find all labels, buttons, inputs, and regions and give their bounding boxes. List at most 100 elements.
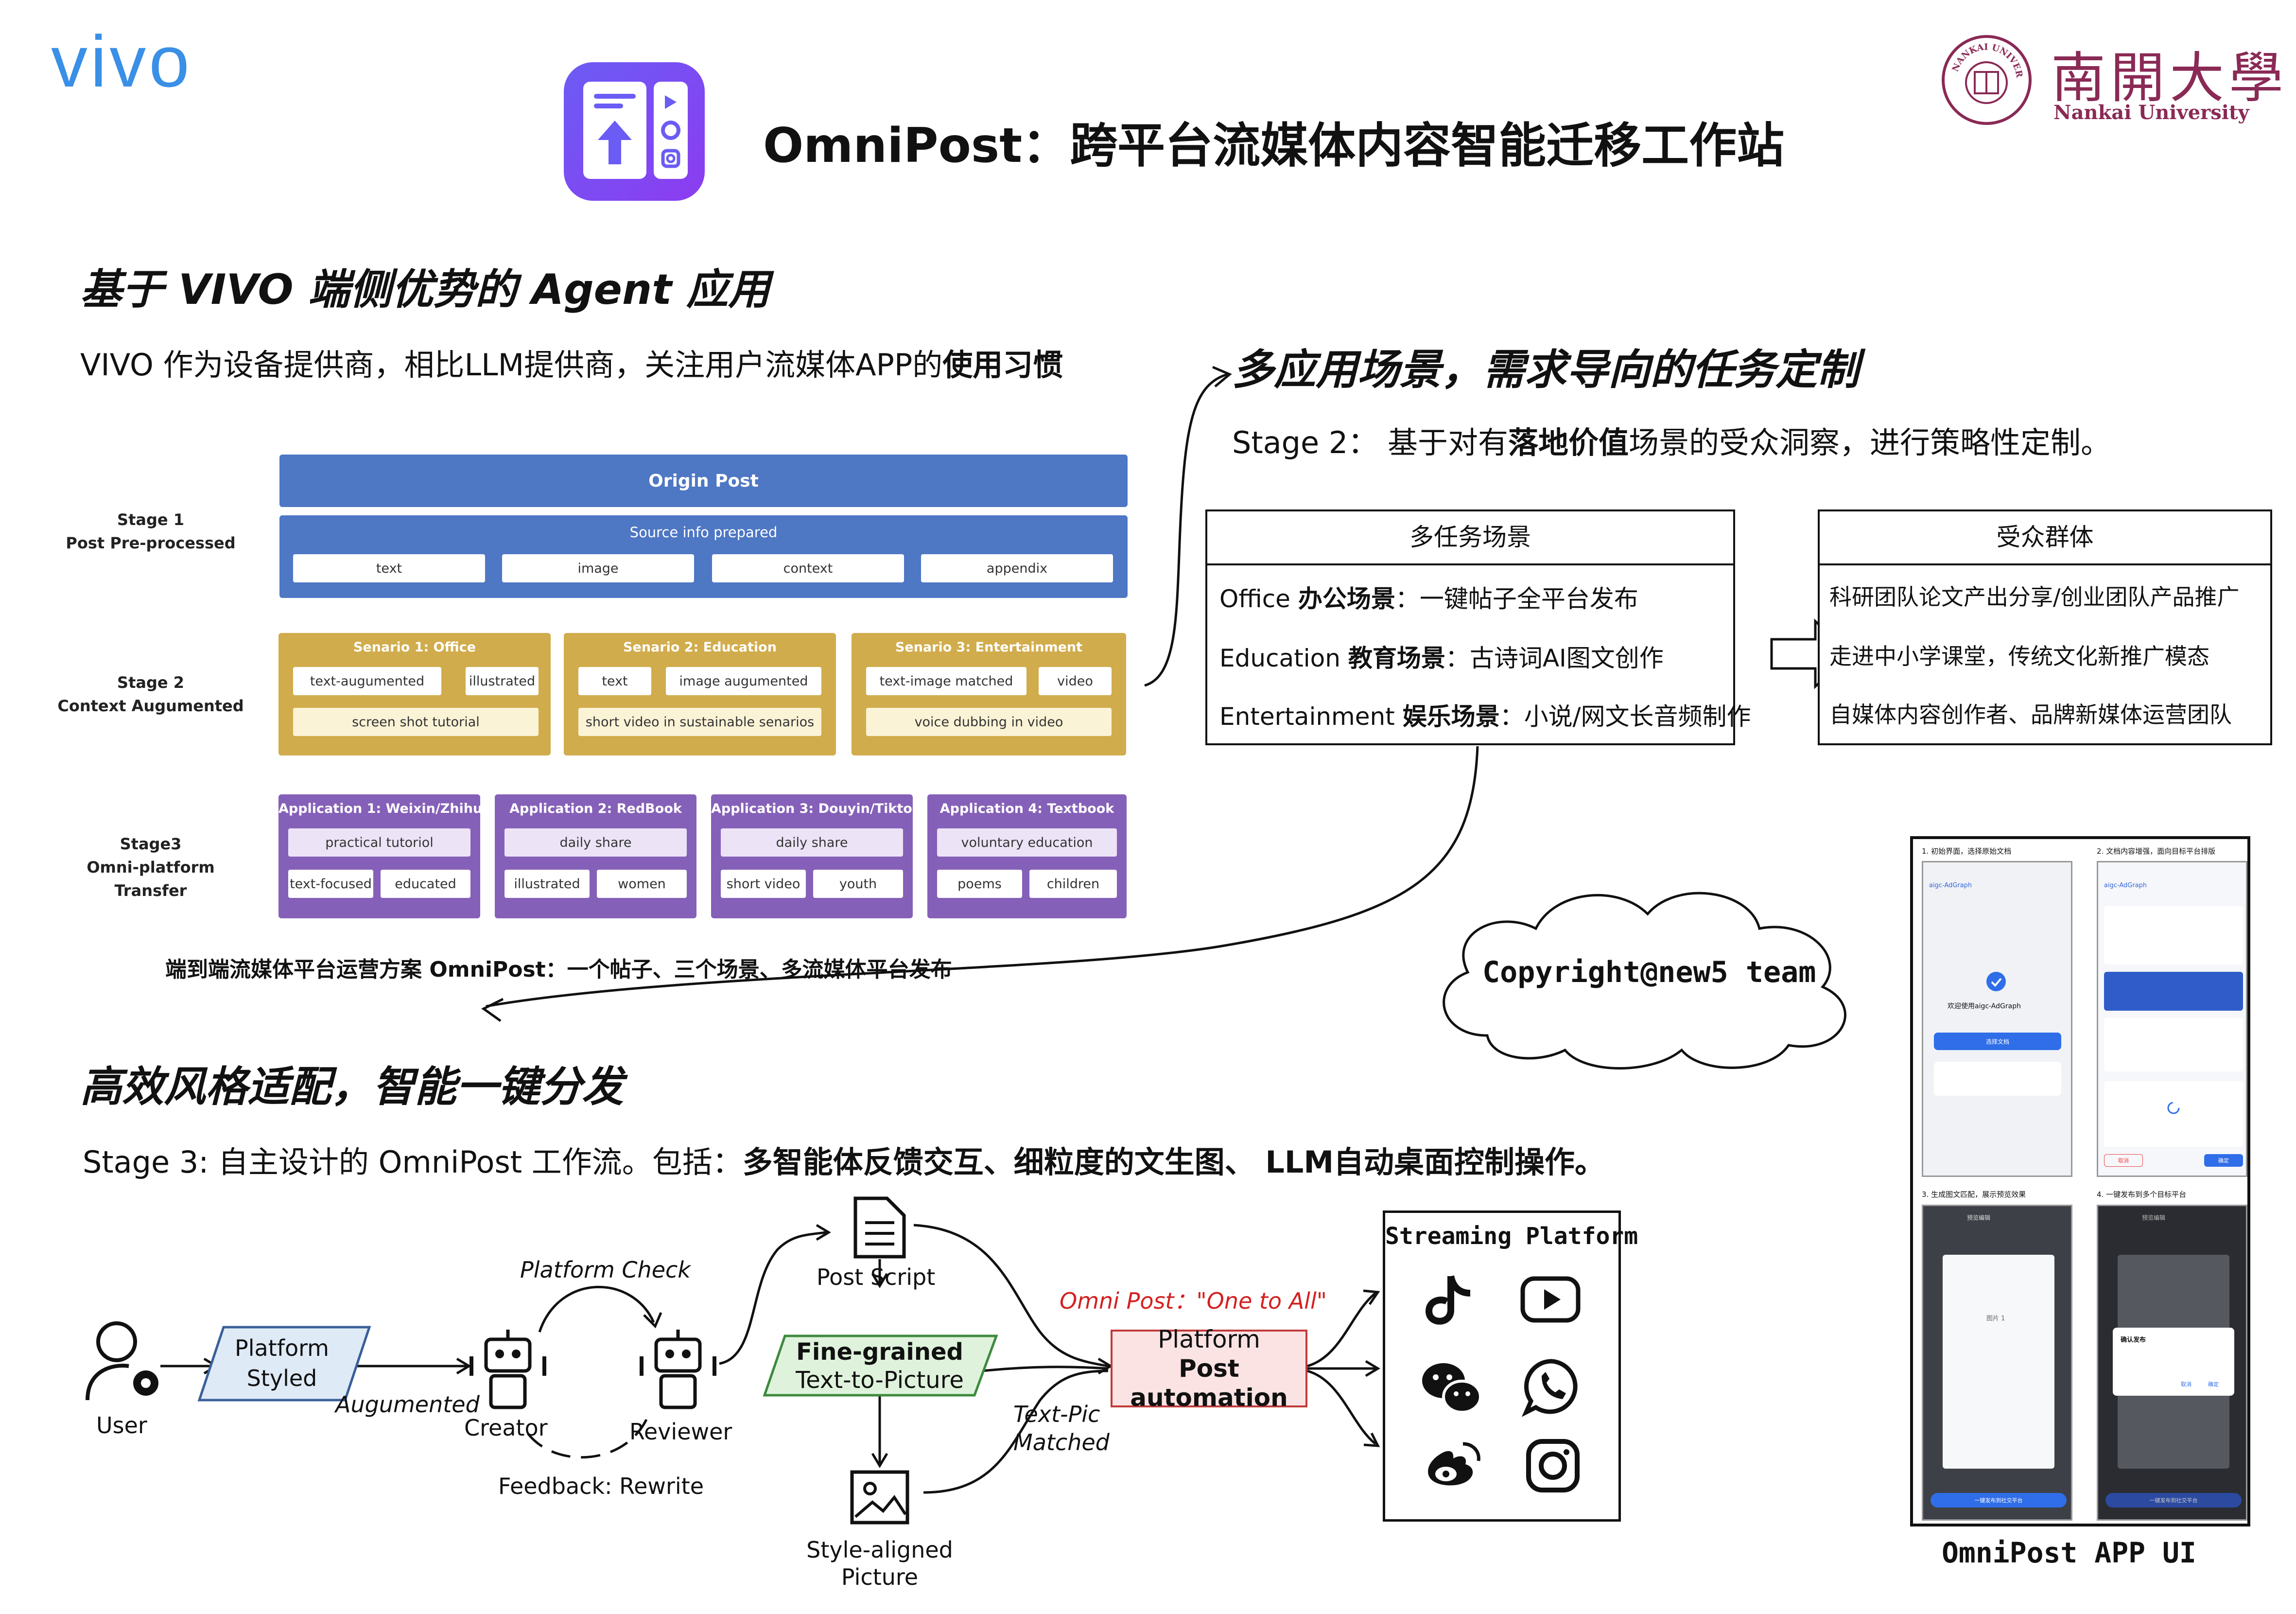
task-row-rest: ：一键帖子全平台发布: [1395, 585, 1638, 613]
task-row-bold: 教育场景: [1348, 644, 1445, 672]
upload-card: [1934, 1062, 2061, 1096]
doc-card: [2104, 1018, 2243, 1071]
doc-card: [2104, 906, 2243, 965]
streaming-platform-panel: Streaming Platform: [1383, 1210, 1638, 1522]
text-pic-matched-line2: Matched: [1013, 1429, 1110, 1456]
task-row-rest: ：小说/网文长音频制作: [1499, 702, 1751, 731]
audience-row: 自媒体内容创作者、品牌新媒体运营团队: [1829, 702, 2232, 728]
tiktok-icon: [1425, 1275, 1471, 1325]
section3-description-bold: 多智能体反馈交互、细粒度的文生图、 LLM自动桌面控制操作。: [742, 1144, 1605, 1180]
streaming-platform-title: Streaming Platform: [1385, 1223, 1638, 1250]
stage1-label-line2: Post Pre-processed: [66, 534, 236, 552]
application-chip: short video: [721, 870, 806, 898]
origin-post-title: Origin Post: [648, 471, 759, 491]
section2-description-bold: 落地价值: [1508, 425, 1629, 460]
section3-description-prefix: Stage 3: 自主设计的 OmniPost 工作流。包括：: [83, 1144, 743, 1180]
weibo-icon: [1428, 1442, 1480, 1486]
youtube-icon: [1520, 1276, 1581, 1323]
application-title: Application 1: Weixin/Zhihu: [278, 801, 483, 816]
preview-card: 图片 1: [1943, 1255, 2054, 1469]
fine-grained-shape: [763, 1334, 998, 1397]
stage3-label-line1: Stage3: [120, 835, 182, 853]
platform-automation-line1: Platform: [1158, 1325, 1260, 1353]
document-icon: [853, 1196, 906, 1259]
platform-styled-shape: [197, 1326, 371, 1402]
audience-table-header: 受众群体: [1820, 509, 2270, 565]
instagram-icon: [1526, 1439, 1580, 1492]
omnipost-app-icon: [564, 62, 705, 201]
task-row-bold: 娱乐场景: [1402, 702, 1500, 731]
scenario-education-wide-chip: short video in sustainable senarios: [578, 708, 821, 736]
source-chip-image: image: [502, 554, 694, 582]
application-chip: poems: [937, 870, 1022, 898]
application-chip: illustrated: [504, 870, 590, 898]
stage3-label-line2: Omni-platform Transfer: [87, 858, 215, 900]
audience-table: 受众群体 科研团队论文产出分享/创业团队产品推广 走进中小学课堂，传统文化新推广…: [1818, 509, 2272, 745]
task-row-en: Office: [1219, 585, 1298, 613]
application-wide-chip: voluntary education: [937, 828, 1117, 857]
application-title: Application 2: RedBook: [509, 801, 682, 816]
application-wide-chip: practical tutoriol: [288, 828, 470, 857]
reviewer-label: Reviewer: [629, 1419, 732, 1445]
platform-styled-label: Platform Styled: [228, 1333, 335, 1393]
publish-button-disabled[interactable]: 一键发布到社交平台: [2105, 1493, 2242, 1508]
copyright-text: Copyright@new5 team: [1482, 955, 1816, 989]
enhanced-doc-card: [2104, 972, 2243, 1011]
task-row-entertainment: Entertainment 娱乐场景：小说/网文长音频制作: [1219, 697, 1751, 732]
stage2-label-line1: Stage 2: [117, 673, 184, 692]
section1-description-text: VIVO 作为设备提供商，相比LLM提供商，关注用户流媒体APP的: [80, 347, 943, 383]
style-aligned-line1: Style-aligned: [806, 1537, 953, 1563]
section3-description: Stage 3: 自主设计的 OmniPost 工作流。包括：多智能体反馈交互、…: [83, 1138, 1605, 1181]
picture-icon: [850, 1470, 909, 1525]
publish-button[interactable]: 一键发布到社交平台: [1931, 1493, 2067, 1508]
dialog-confirm-button[interactable]: 确定: [2208, 1381, 2219, 1387]
whatsapp-icon: [1521, 1359, 1578, 1417]
source-chip-appendix: appendix: [921, 554, 1113, 582]
source-chip-context: context: [712, 554, 904, 582]
stage1-label-line1: Stage 1: [117, 510, 184, 529]
application-chip: women: [597, 870, 687, 898]
section1-heading: 基于 VIVO 端侧优势的 Agent 应用: [80, 265, 770, 314]
select-document-button[interactable]: 选择文档: [1934, 1033, 2061, 1050]
scenario-education-title: Senario 2: Education: [623, 640, 777, 655]
check-icon: [1986, 972, 2006, 991]
style-aligned-label: Style-aligned Picture: [792, 1536, 967, 1591]
loading-spinner-icon: [2167, 1102, 2180, 1114]
fine-grained-line1: Fine-grained: [796, 1338, 963, 1366]
platform-automation-box: Platform Post automation: [1111, 1325, 1307, 1412]
task-row-office: Office 办公场景：一键帖子全平台发布: [1219, 579, 1638, 614]
application-chip: educated: [381, 870, 470, 898]
feedback-label: Feedback: Rewrite: [498, 1473, 704, 1499]
creator-label: Creator: [464, 1415, 548, 1441]
scenario-office-chip: text-augumented: [293, 667, 441, 695]
pipeline-caption: 端到端流媒体平台运营方案 OmniPost：一个帖子、三个场景、多流媒体平台发布: [165, 957, 952, 982]
augumented-label: Augumented: [335, 1391, 480, 1418]
dialog-cancel-button[interactable]: 取消: [2181, 1381, 2192, 1387]
app-screen-4: 预览编辑 确认发布 取消 确定 一键发布到社交平台: [2097, 1205, 2247, 1521]
section1-description-bold: 使用习惯: [942, 347, 1063, 383]
vivo-logo: vivo: [51, 20, 192, 102]
scenario-entertainment: Senario 3: Entertainment text-image matc…: [852, 633, 1126, 755]
copyright-cloud: Copyright@new5 team: [1409, 875, 1871, 1074]
scenario-entertainment-title: Senario 3: Entertainment: [895, 640, 1083, 655]
app-ui-frame: 1. 初始界面，选择原始文档 2. 文档内容增强，面向目标平台排版 3. 生成图…: [1910, 836, 2250, 1526]
stage2-label-line2: Context Augumented: [57, 697, 244, 715]
app-step-label: 1. 初始界面，选择原始文档: [1922, 847, 2012, 856]
nankai-seal-logo: NANKAI UNIVERSITY 1919: [1941, 30, 2032, 125]
fine-grained-line2: Text-to-Picture: [796, 1367, 964, 1394]
welcome-text: 欢迎使用aigc-AdGraph: [1948, 1002, 2021, 1010]
app-name: aigc-AdGraph: [2104, 882, 2147, 889]
source-chip-text: text: [293, 554, 485, 582]
page-title: OmniPost：跨平台流媒体内容智能迁移工作站: [763, 118, 1785, 174]
nankai-university-en: Nankai University: [2053, 101, 2249, 124]
application-chip: youth: [813, 870, 903, 898]
platform-styled-line1: Platform: [235, 1335, 329, 1361]
stage3-label: Stage3 Omni-platform Transfer: [49, 832, 253, 902]
platform-automation-line2: Post automation: [1130, 1354, 1288, 1412]
audience-row: 走进中小学课堂，传统文化新推广模态: [1829, 643, 2209, 669]
fine-grained-label: Fine-grained Text-to-Picture: [783, 1338, 977, 1394]
confirm-button[interactable]: 确定: [2204, 1154, 2243, 1167]
style-aligned-line2: Picture: [841, 1564, 919, 1590]
cancel-button[interactable]: 取消: [2104, 1154, 2143, 1167]
